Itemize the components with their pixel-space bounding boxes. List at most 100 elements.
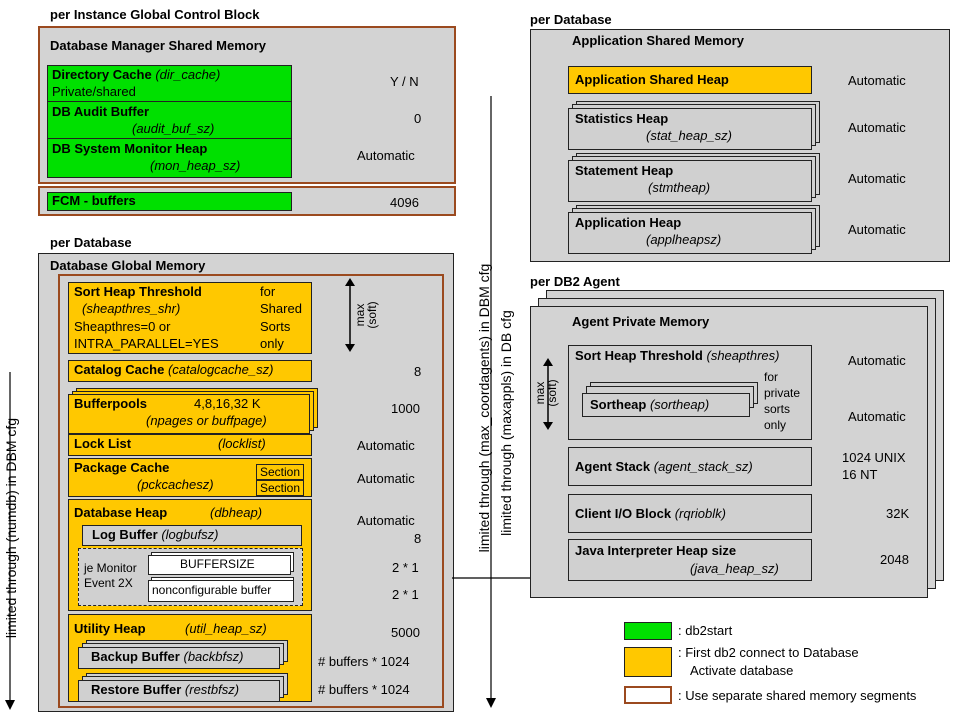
agent-sort-value: Automatic	[848, 353, 906, 368]
maxappls-limit-label: limited through (maxappls) in DB cfg	[498, 310, 514, 536]
divider	[47, 101, 292, 102]
restore-label: Restore Buffer (restbfsz)	[91, 682, 240, 697]
bufferpools-param: (npages or buffpage)	[146, 413, 267, 428]
dbheap-param: (dbheap)	[210, 505, 263, 520]
dir-cache-sub: Private/shared	[52, 84, 136, 99]
nonconfig-box	[148, 580, 294, 602]
legend-brown-swatch	[624, 686, 672, 704]
package-param: (pckcachesz)	[137, 477, 214, 492]
sort-note3: Sorts	[260, 319, 291, 334]
buffersize-box	[148, 555, 291, 575]
monitor-label-2: Event 2X	[84, 576, 133, 590]
locklist-name: Lock List	[74, 436, 132, 451]
app-shared-heap-value: Automatic	[848, 73, 906, 88]
dbglobal-title: Database Global Memory	[50, 258, 206, 273]
audit-label: DB Audit Buffer	[52, 104, 150, 119]
package-value: Automatic	[357, 471, 415, 486]
private-note1: for	[764, 370, 779, 384]
sort-heap-shr-name: Sort Heap Threshold	[74, 284, 202, 299]
dir-cache-value: Y / N	[390, 74, 419, 89]
event-value-1: 2 * 1	[392, 560, 419, 575]
agent-stack-value2: 16 NT	[842, 467, 878, 482]
monitor-param: (mon_heap_sz)	[150, 158, 241, 173]
legend-yellow-label1: : First db2 connect to Database	[678, 645, 859, 660]
sort-note4: only	[260, 336, 284, 351]
locklist-param: (locklist)	[218, 436, 266, 451]
private-note2: private	[764, 386, 801, 400]
catalog-value: 8	[414, 364, 422, 379]
agent-stack-label: Agent Stack (agent_stack_sz)	[575, 459, 753, 474]
utility-name: Utility Heap	[74, 621, 146, 636]
appshared-title: Application Shared Memory	[572, 33, 744, 48]
stats-name: Statistics Heap	[575, 111, 669, 126]
statement-param: (stmtheap)	[648, 180, 711, 195]
logbuffer-label: Log Buffer (logbufsz)	[92, 527, 219, 542]
dbm-title: Database Manager Shared Memory	[50, 38, 267, 53]
dbheap-value: Automatic	[357, 513, 415, 528]
app-shared-heap-box	[568, 66, 812, 94]
appl-box	[568, 212, 812, 254]
legend-yellow-label2: Activate database	[690, 663, 794, 678]
sort-note2: Shared	[260, 301, 302, 316]
dbm-green-block	[47, 65, 292, 178]
appshared-header: per Database	[530, 12, 612, 27]
private-note3: sorts	[764, 402, 791, 416]
utility-value: 5000	[391, 625, 420, 640]
bufferpools-sizes: 4,8,16,32 K	[194, 396, 261, 411]
appl-param: (applheapsz)	[646, 232, 722, 247]
fcm-value: 4096	[390, 195, 419, 210]
nonconfig-label: nonconfigurable buffer	[152, 583, 272, 597]
package-section-2: Section	[256, 480, 305, 496]
sort-note1: for	[260, 284, 276, 299]
divider	[47, 138, 292, 139]
catalog-box	[68, 360, 312, 382]
coordagents-limit-label: limited through (max_coordagents) in DBM…	[476, 263, 492, 553]
fcm-label: FCM - buffers	[52, 193, 136, 208]
java-name: Java Interpreter Heap size	[575, 543, 737, 558]
clientio-box	[568, 494, 812, 533]
java-box	[568, 539, 812, 581]
package-section-1: Section	[256, 464, 305, 480]
package-name: Package Cache	[74, 460, 170, 475]
sortheap-box	[582, 393, 750, 417]
agent-max-soft-arrow-icon	[543, 358, 553, 430]
backup-box	[78, 647, 280, 669]
buffersize-label: BUFFERSIZE	[180, 557, 255, 571]
logbuffer-value: 8	[414, 531, 422, 546]
audit-value: 0	[414, 111, 422, 126]
statement-name: Statement Heap	[575, 163, 674, 178]
backup-label: Backup Buffer (backbfsz)	[91, 649, 244, 664]
java-value: 2048	[880, 552, 909, 567]
appl-value: Automatic	[848, 222, 906, 237]
agent-stack-value1: 1024 UNIX	[842, 450, 906, 465]
dir-cache-label: Directory Cache (dir_cache)	[52, 67, 221, 82]
java-param: (java_heap_sz)	[690, 561, 779, 576]
legend-green-swatch	[624, 622, 672, 640]
restore-value: # buffers * 1024	[318, 682, 410, 697]
bufferpools-value: 1000	[391, 401, 420, 416]
bufferpools-box	[68, 394, 310, 434]
utility-param: (util_heap_sz)	[185, 621, 267, 636]
bufferpools-name: Bufferpools	[74, 396, 147, 411]
statement-box	[568, 160, 812, 202]
monitor-value: Automatic	[357, 148, 415, 163]
logbuffer-box	[82, 525, 302, 546]
dbglobal-brown-border	[58, 274, 444, 708]
sortheap-label: Sortheap (sortheap)	[590, 397, 710, 412]
restore-box	[78, 680, 280, 702]
numdb-limit-label: limited through (numdb) in DBM cfg	[3, 417, 19, 639]
backup-value: # buffers * 1024	[318, 654, 410, 669]
sort-heap-shr-line3: Sheapthres=0 or	[74, 319, 171, 334]
audit-param: (audit_buf_sz)	[132, 121, 215, 136]
fcm-green	[47, 192, 292, 211]
app-shared-heap-name: Application Shared Heap	[575, 72, 729, 87]
locklist-box	[68, 434, 312, 456]
monitor-label: DB System Monitor Heap	[52, 141, 208, 156]
legend-brown-label: : Use separate shared memory segments	[678, 688, 917, 703]
stats-param: (stat_heap_sz)	[646, 128, 732, 143]
clientio-value: 32K	[886, 506, 910, 521]
agent-title: Agent Private Memory	[572, 314, 710, 329]
agent-header: per DB2 Agent	[530, 274, 620, 289]
clientio-label: Client I/O Block (rqrioblk)	[575, 506, 726, 521]
catalog-label: Catalog Cache (catalogcache_sz)	[74, 362, 274, 377]
